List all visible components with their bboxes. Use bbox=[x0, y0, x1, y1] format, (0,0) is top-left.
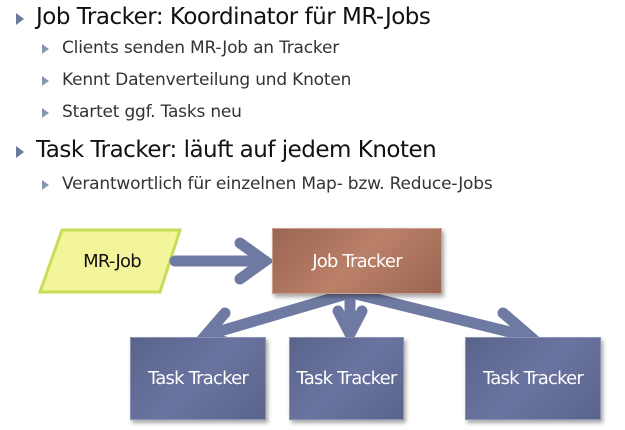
job-tracker-box: Job Tracker bbox=[272, 228, 442, 294]
mr-job-shape bbox=[37, 228, 183, 294]
sub-bullet: Startet ggf. Tasks neu bbox=[62, 102, 242, 122]
bullet-icon bbox=[42, 108, 49, 118]
bullet-icon bbox=[42, 44, 49, 54]
arrow-right bbox=[346, 287, 536, 343]
bullet-job-tracker: Job Tracker: Koordinator für MR-Jobs bbox=[36, 4, 431, 30]
arrowhead bbox=[234, 237, 275, 285]
mr-job-label: MR-Job bbox=[83, 250, 142, 272]
task-tracker-box: Task Tracker bbox=[130, 337, 266, 420]
task-tracker-box: Task Tracker bbox=[465, 337, 601, 420]
sub-bullet: Clients senden MR-Job an Tracker bbox=[62, 38, 339, 58]
bullet-icon bbox=[16, 146, 24, 158]
task-tracker-box: Task Tracker bbox=[289, 337, 404, 420]
sub-bullet: Verantwortlich für einzelnen Map- bzw. R… bbox=[62, 174, 493, 194]
bullet-task-tracker: Task Tracker: läuft auf jedem Knoten bbox=[36, 137, 437, 163]
bullet-icon bbox=[42, 180, 49, 190]
sub-bullet: Kennt Datenverteilung und Knoten bbox=[62, 70, 352, 90]
arrow-left bbox=[201, 287, 356, 341]
bullet-icon bbox=[16, 13, 24, 25]
bullet-icon bbox=[42, 76, 49, 86]
